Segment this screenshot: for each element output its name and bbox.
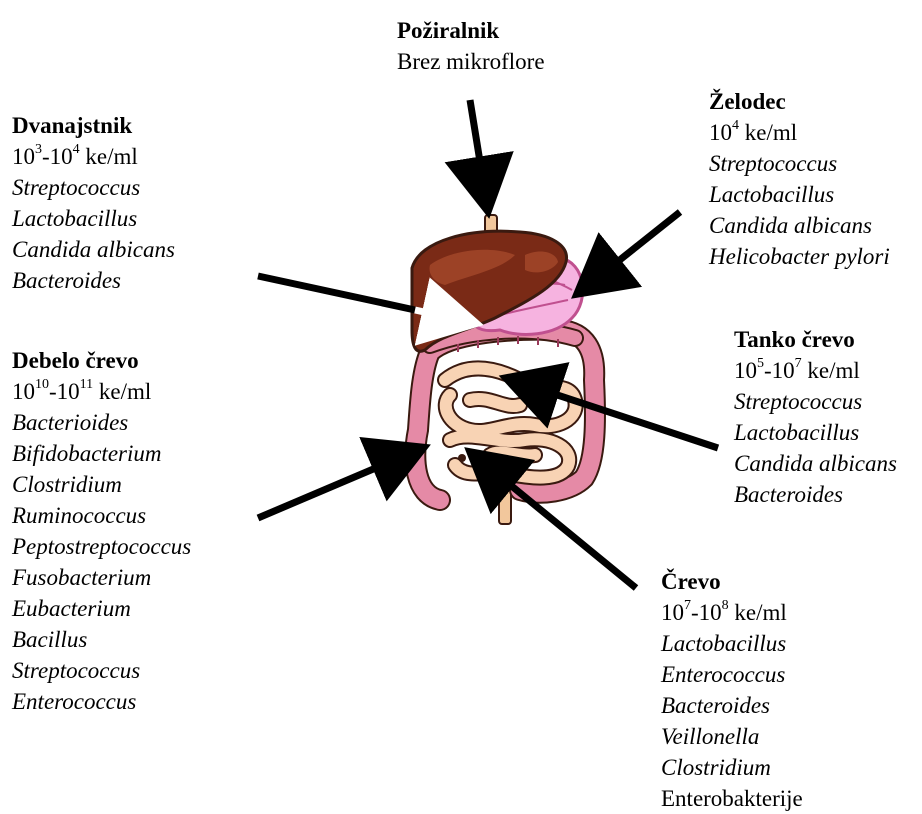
count-debelo-crevo: 1010-1011 ke/ml bbox=[12, 376, 191, 407]
organism-item: Clostridium bbox=[12, 469, 191, 500]
organism-item: Clostridium bbox=[661, 752, 803, 783]
organism-item: Enterococcus bbox=[661, 659, 803, 690]
title-debelo-crevo: Debelo črevo bbox=[12, 345, 191, 376]
organism-item: Lactobacillus bbox=[734, 417, 897, 448]
small-intestine-illustration bbox=[445, 368, 576, 477]
arrow-debelo bbox=[258, 450, 418, 518]
label-dvanajstnik: Dvanajstnik 103-104 ke/ml Streptococcus … bbox=[12, 110, 175, 296]
organism-item: Veillonella bbox=[661, 721, 803, 752]
organism-item: Lactobacillus bbox=[661, 628, 803, 659]
title-zelodec: Želodec bbox=[709, 86, 890, 117]
count-tanko-crevo: 105-107 ke/ml bbox=[734, 355, 897, 386]
organism-item: Streptococcus bbox=[709, 148, 890, 179]
organism-item: Bacteroides bbox=[734, 479, 897, 510]
subtitle-poziralnik: Brez mikroflore bbox=[397, 46, 545, 77]
label-zelodec: Želodec 104 ke/ml Streptococcus Lactobac… bbox=[709, 86, 890, 272]
arrow-zelodec bbox=[582, 212, 680, 290]
title-crevo: Črevo bbox=[661, 566, 803, 597]
label-tanko-crevo: Tanko črevo 105-107 ke/ml Streptococcus … bbox=[734, 324, 897, 510]
label-debelo-crevo: Debelo črevo 1010-1011 ke/ml Bacterioide… bbox=[12, 345, 191, 717]
count-dvanajstnik: 103-104 ke/ml bbox=[12, 141, 175, 172]
pointer-arrows bbox=[258, 100, 718, 588]
organism-item: Streptococcus bbox=[734, 386, 897, 417]
title-dvanajstnik: Dvanajstnik bbox=[12, 110, 175, 141]
title-poziralnik: Požiralnik bbox=[397, 15, 545, 46]
organism-item: Enterococcus bbox=[12, 686, 191, 717]
organism-item: Candida albicans bbox=[12, 234, 175, 265]
organism-item: Candida albicans bbox=[734, 448, 897, 479]
organism-item: Bacillus bbox=[12, 624, 191, 655]
arrow-dvanajstnik bbox=[258, 276, 415, 310]
count-zelodec: 104 ke/ml bbox=[709, 117, 890, 148]
organism-item: Streptococcus bbox=[12, 655, 191, 686]
organism-item: Helicobacter pylori bbox=[709, 241, 890, 272]
organism-item: Bacteroides bbox=[661, 690, 803, 721]
organism-item: Lactobacillus bbox=[709, 179, 890, 210]
arrow-poziralnik bbox=[470, 100, 487, 205]
organism-item: Candida albicans bbox=[709, 210, 890, 241]
rectum-illustration bbox=[499, 488, 511, 524]
organism-item: Fusobacterium bbox=[12, 562, 191, 593]
organism-item: Bacteroides bbox=[12, 265, 175, 296]
enterobacteria-item: Enterobakterije bbox=[661, 783, 803, 814]
organism-item: Eubacterium bbox=[12, 593, 191, 624]
organism-item: Lactobacillus bbox=[12, 203, 175, 234]
label-crevo: Črevo 107-108 ke/ml Lactobacillus Entero… bbox=[661, 566, 803, 814]
title-tanko-crevo: Tanko črevo bbox=[734, 324, 897, 355]
organism-item: Streptococcus bbox=[12, 172, 175, 203]
organism-item: Bacterioides bbox=[12, 407, 191, 438]
organism-item: Bifidobacterium bbox=[12, 438, 191, 469]
organism-item: Ruminococcus bbox=[12, 500, 191, 531]
label-poziralnik: Požiralnik Brez mikroflore bbox=[397, 15, 545, 77]
count-crevo: 107-108 ke/ml bbox=[661, 597, 803, 628]
organism-item: Peptostreptococcus bbox=[12, 531, 191, 562]
